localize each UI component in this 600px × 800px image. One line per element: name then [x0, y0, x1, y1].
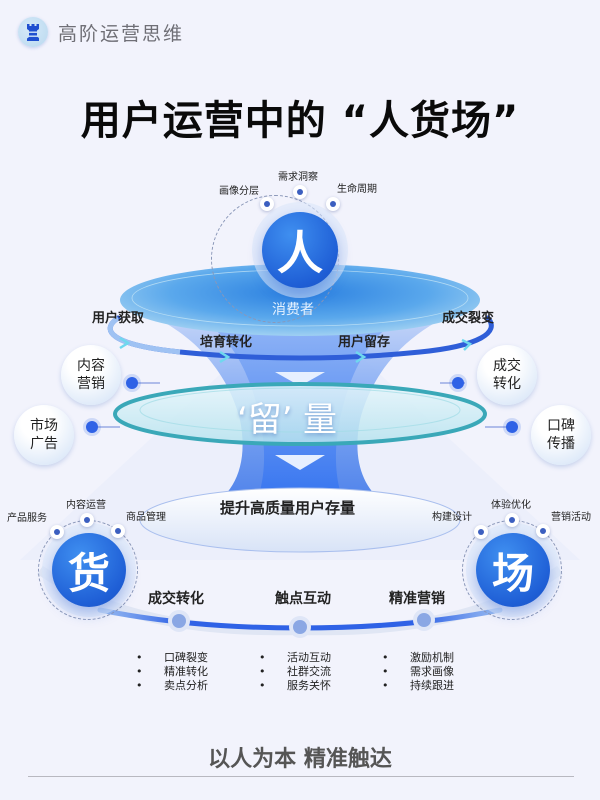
people-tag-dot-2: [293, 185, 307, 199]
stage-label: 精准营销: [389, 591, 445, 607]
list-item: 服务关怀: [287, 679, 331, 692]
center-label-right: 量: [303, 400, 337, 440]
list-item: 持续跟进: [410, 679, 454, 692]
list-item: 激励机制: [410, 651, 454, 664]
funnel-bottom-label: 提升高质量用户存量: [220, 499, 356, 517]
loop-step: 用户留存: [338, 335, 391, 350]
goods-tag: 商品管理: [126, 512, 166, 523]
place-tag: 构建设计: [432, 512, 472, 523]
people-tag-dot-3: [326, 197, 340, 211]
stage-label: 触点互动: [275, 591, 331, 607]
goods-tag: 内容运营: [66, 500, 106, 511]
stage-items-list: •活动互动 •社群交流 •服务关怀: [259, 651, 331, 692]
stage-items-list: •激励机制 •需求画像 •持续跟进: [382, 651, 454, 692]
loop-step: 培育转化: [200, 335, 253, 350]
bubble-deal-conversion: 成交 转化: [477, 345, 537, 405]
connector-dot: [506, 421, 518, 433]
list-item: 活动互动: [287, 651, 331, 664]
footer-slogan: 以人为本 精准触达: [208, 747, 392, 772]
goods-circle: 货: [52, 533, 126, 607]
people-circle: 人: [262, 212, 338, 288]
bubble-content-marketing: 内容 营销: [61, 345, 121, 405]
list-item: 需求画像: [410, 665, 454, 678]
people-ring: [211, 195, 339, 323]
stage-items-list: •口碑裂变 •精准转化 •卖点分析: [136, 651, 208, 692]
loop-step: 用户获取: [92, 311, 145, 326]
brand-header: 高阶运营思维: [18, 17, 184, 47]
goods-tag-dot-2: [80, 513, 94, 527]
connector-dot: [126, 377, 138, 389]
list-item: 卖点分析: [164, 679, 208, 692]
place-tag-dot-2: [505, 513, 519, 527]
list-item: 社群交流: [287, 665, 331, 678]
chess-rook-icon: [18, 17, 48, 47]
place-tag-dot-1: [474, 525, 488, 539]
list-item: 口碑裂变: [164, 651, 208, 664]
goods-tag-dot-1: [50, 525, 64, 539]
loop-step: 成交裂变: [442, 311, 495, 326]
stage-label: 成交转化: [148, 591, 204, 607]
place-tag-dot-3: [536, 524, 550, 538]
center-label-left: ‘留’: [237, 400, 293, 440]
bubble-word-of-mouth: 口碑 传播: [531, 405, 591, 465]
people-tag: 生命周期: [337, 184, 377, 195]
people-tag: 需求洞察: [278, 172, 318, 183]
place-tag: 体验优化: [491, 500, 531, 511]
people-tag: 画像分层: [219, 186, 259, 197]
goods-tag: 产品服务: [7, 513, 47, 524]
page-title: 用户运营中的 “人货场”: [80, 98, 520, 144]
list-item: 精准转化: [164, 665, 208, 678]
place-tag: 营销活动: [551, 512, 591, 523]
funnel-top-label: 消费者: [272, 302, 314, 318]
connector-dot: [452, 377, 464, 389]
goods-tag-dot-3: [111, 524, 125, 538]
connector-dot: [86, 421, 98, 433]
place-circle: 场: [476, 533, 550, 607]
brand-name: 高阶运营思维: [58, 22, 185, 45]
people-tag-dot-1: [260, 197, 274, 211]
footer-divider: [28, 776, 574, 777]
bubble-market-ads: 市场 广告: [14, 405, 74, 465]
